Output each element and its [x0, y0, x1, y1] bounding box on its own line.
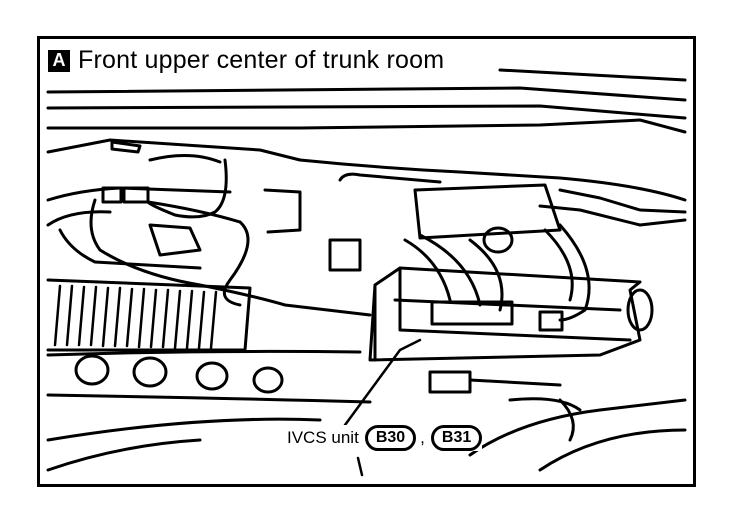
ivcs-callout: IVCS unit B30 , B31 [285, 425, 483, 451]
panel-title-row: A Front upper center of trunk room [48, 46, 444, 75]
panel-badge: A [48, 49, 70, 72]
wire-harness [89, 198, 372, 317]
panel-title: Front upper center of trunk room [78, 46, 445, 74]
rear-shelf-line [46, 86, 687, 102]
connector-b31 [538, 310, 564, 332]
connector-badge-b31: B31 [430, 425, 483, 451]
callout-leader-line [343, 338, 422, 427]
harness-tape [413, 183, 562, 240]
connector-separator: , [420, 428, 425, 447]
connector-b30 [430, 300, 514, 326]
vent-grille [46, 278, 252, 352]
ivcs-unit-box [368, 266, 642, 362]
connector-badge-b30: B30 [364, 425, 417, 451]
body-hole [74, 354, 110, 386]
ivcs-unit-label: IVCS unit [287, 428, 359, 447]
figure-frame [37, 36, 696, 487]
wire-connector [101, 186, 123, 204]
lid-edge-line [498, 68, 687, 82]
